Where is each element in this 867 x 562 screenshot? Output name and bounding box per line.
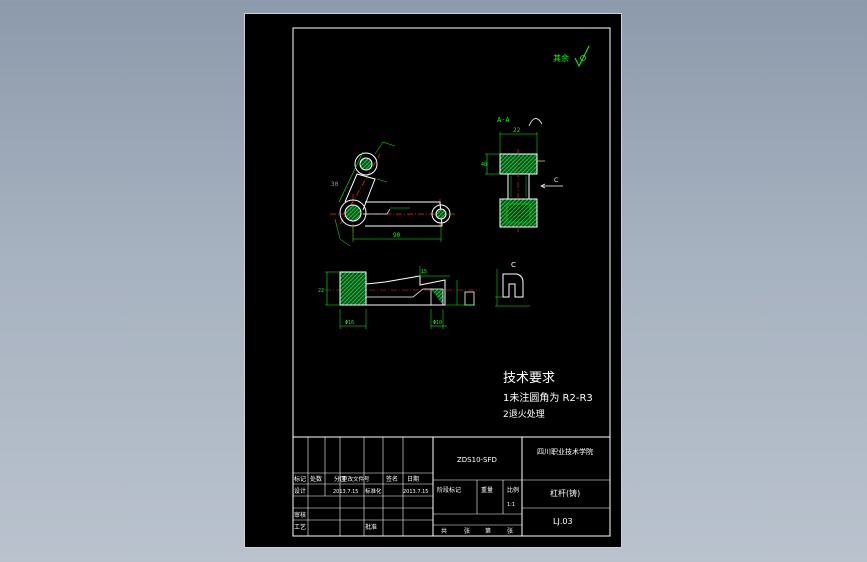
section-label: A-A (497, 116, 510, 124)
row-design-date2: 2013.7.15 (403, 489, 428, 495)
row-design-std: 标准化 (365, 487, 382, 495)
lever-bottom-view: 22 Φ16 Φ10 15 (318, 266, 480, 329)
section-a-a-view: A-A 22 40 C (481, 116, 563, 232)
header-date: 日期 (407, 475, 419, 483)
ratio-label: 比例 (507, 486, 519, 494)
dim-lever-length: 90 (393, 232, 401, 239)
row-design-date1: 2013.7.15 (333, 489, 358, 495)
cad-drawing: 其余 30 90 A-A (292, 27, 611, 537)
row-design: 设计 (294, 487, 306, 495)
view-c: C (495, 261, 530, 307)
school-name: 四川职业技术学院 (537, 447, 593, 456)
header-change-doc: 更改文件号 (342, 475, 370, 483)
dim-bottom-width-left: Φ16 (345, 320, 354, 326)
sheet-no-label: 第 (485, 527, 491, 535)
title-block (292, 436, 611, 537)
lever-main-view: 30 90 (330, 141, 455, 247)
tech-title: 技术要求 (503, 371, 555, 386)
part-name: 杠杆(铸) (550, 488, 580, 498)
view-c-label: C (511, 261, 516, 269)
surface-roughness-mark: 其余 (553, 45, 590, 68)
dim-top-height: 40 (481, 162, 487, 168)
row-process: 工艺 (294, 523, 306, 531)
sheet-label: 张 (464, 527, 470, 535)
dim-top-angle: 30 (331, 181, 339, 188)
tech-item-2: 2退火处理 (503, 408, 545, 420)
header-zone: 分区 (334, 475, 346, 483)
header-signature: 签名 (386, 475, 398, 483)
stage-label: 阶段标记 (437, 486, 461, 494)
weight-label: 重量 (481, 486, 493, 494)
row-approve: 批准 (365, 523, 377, 531)
dim-bottom-step: 15 (421, 269, 427, 275)
dim-bottom-height: 22 (318, 288, 324, 294)
row-review: 审核 (294, 511, 306, 519)
dim-bottom-width-right: Φ10 (433, 320, 442, 326)
sheet-no-suffix: 张 (507, 527, 513, 535)
title-block-text: ZDS10-SFD 四川职业技术学院 杠杆(铸) LJ.03 标记 处数 分区 … (294, 447, 593, 535)
drawing-code: ZDS10-SFD (457, 456, 497, 464)
header-count: 处数 (310, 475, 322, 483)
ratio-value: 1:1 (507, 502, 515, 508)
tech-requirements: 技术要求 1未注圆角为 R2-R3 2退火处理 (503, 371, 593, 420)
view-c-arrow-label: C (554, 177, 558, 184)
header-mark: 标记 (294, 475, 306, 483)
surface-mark-text: 其余 (553, 53, 569, 63)
sheet-total-label: 共 (441, 527, 447, 535)
dim-top-width: 22 (513, 127, 521, 134)
drawing-sheet: 其余 30 90 A-A (244, 13, 622, 548)
drawing-number: LJ.03 (553, 517, 573, 526)
tech-item-1: 1未注圆角为 R2-R3 (503, 391, 593, 404)
